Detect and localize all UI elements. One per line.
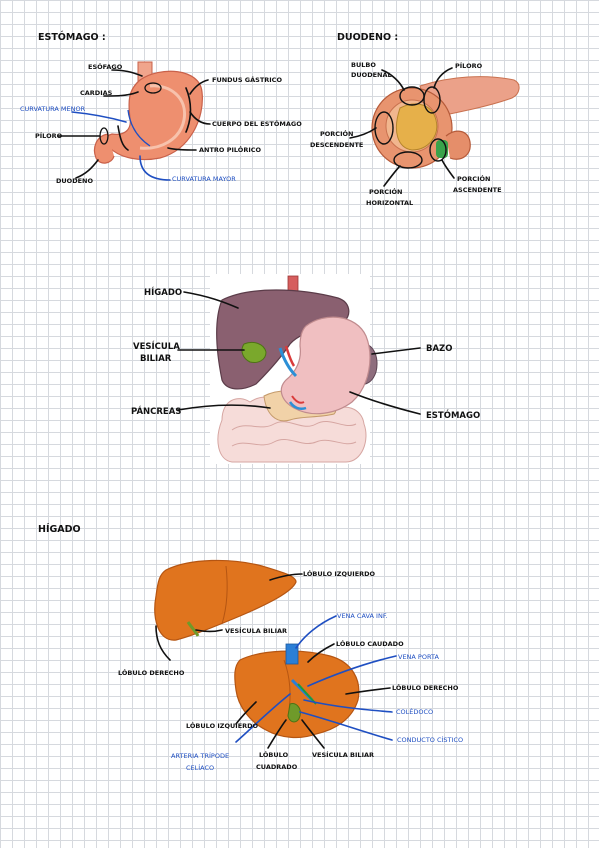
duodenum-illustration: [371, 76, 520, 169]
label-lobulo-caudado: LÓBULO CAUDADO: [336, 639, 404, 648]
label-coledoco: COLÉDOCO: [396, 707, 433, 716]
label-arteria-2: CELÍACO: [186, 763, 214, 772]
heading-estomago: ESTÓMAGO :: [38, 31, 106, 43]
label-asc-1: PORCIÓN: [457, 174, 490, 183]
label-lobulo-izquierdo-a: LÓBULO IZQUIERDO: [303, 569, 376, 578]
label-vena-cava: VENA CAVA INF.: [337, 612, 388, 620]
label-lobulo-derecho-a: LÓBULO DERECHO: [118, 668, 185, 677]
label-vesicula-biliar-b: VESÍCULA BILIAR: [312, 750, 374, 759]
label-curvatura-mayor: CURVATURA MAYOR: [172, 175, 236, 183]
label-lobulo-cuadrado-2: CUADRADO: [256, 763, 298, 771]
label-arteria-1: ARTERIA TRÍPODE: [171, 751, 229, 760]
label-lobulo-derecho-b: LÓBULO DERECHO: [392, 683, 459, 692]
label-piloro-estomago: PÍLORO: [35, 131, 63, 140]
label-duodeno-estomago: DUODENO: [56, 177, 93, 185]
label-curvatura-menor: CURVATURA MENOR: [20, 105, 86, 113]
label-lobulo-cuadrado-1: LÓBULO: [259, 750, 289, 759]
label-bazo: BAZO: [426, 344, 452, 354]
label-higado-abdomen: HÍGADO: [144, 286, 182, 298]
label-desc-2: DESCENDENTE: [310, 141, 363, 149]
heading-duodeno: DUODENO :: [337, 32, 398, 43]
label-bulbo-1: BULBO: [351, 61, 376, 69]
liver-anterior-illustration: [154, 559, 297, 641]
label-cuerpo-estomago: CUERPO DEL ESTÓMAGO: [212, 119, 302, 128]
label-piloro-duodeno: PÍLORO: [455, 61, 483, 70]
label-lobulo-izquierdo-b: LÓBULO IZQUIERDO: [186, 721, 259, 730]
label-conducto-cistico: CONDUCTO CÍSTICO: [397, 735, 463, 744]
label-pancreas: PÁNCREAS: [131, 405, 181, 417]
label-asc-2: ASCENDENTE: [453, 186, 502, 194]
abdomen-illustration: [210, 274, 378, 464]
label-vesicula-biliar-a: VESÍCULA BILIAR: [225, 626, 287, 635]
label-bulbo-2: DUODENAL: [351, 71, 392, 79]
label-cardias: CARDIAS: [80, 89, 113, 97]
heading-higado: HÍGADO: [38, 523, 81, 535]
label-horiz-2: HORIZONTAL: [366, 199, 413, 207]
label-antro-pilorico: ANTRO PILÓRICO: [199, 145, 262, 154]
label-esofago: ESÓFAGO: [88, 62, 123, 71]
label-desc-1: PORCIÓN: [320, 129, 353, 138]
label-vena-porta: VENA PORTA: [398, 653, 439, 661]
label-fundus-gastrico: FUNDUS GÁSTRICO: [212, 75, 282, 84]
label-horiz-1: PORCIÓN: [369, 187, 402, 196]
label-vesicula-1: VESÍCULA: [133, 340, 180, 352]
label-vesicula-2: BILIAR: [140, 354, 172, 364]
label-estomago-abdomen: ESTÓMAGO: [426, 409, 480, 421]
stomach-illustration: [93, 61, 203, 164]
